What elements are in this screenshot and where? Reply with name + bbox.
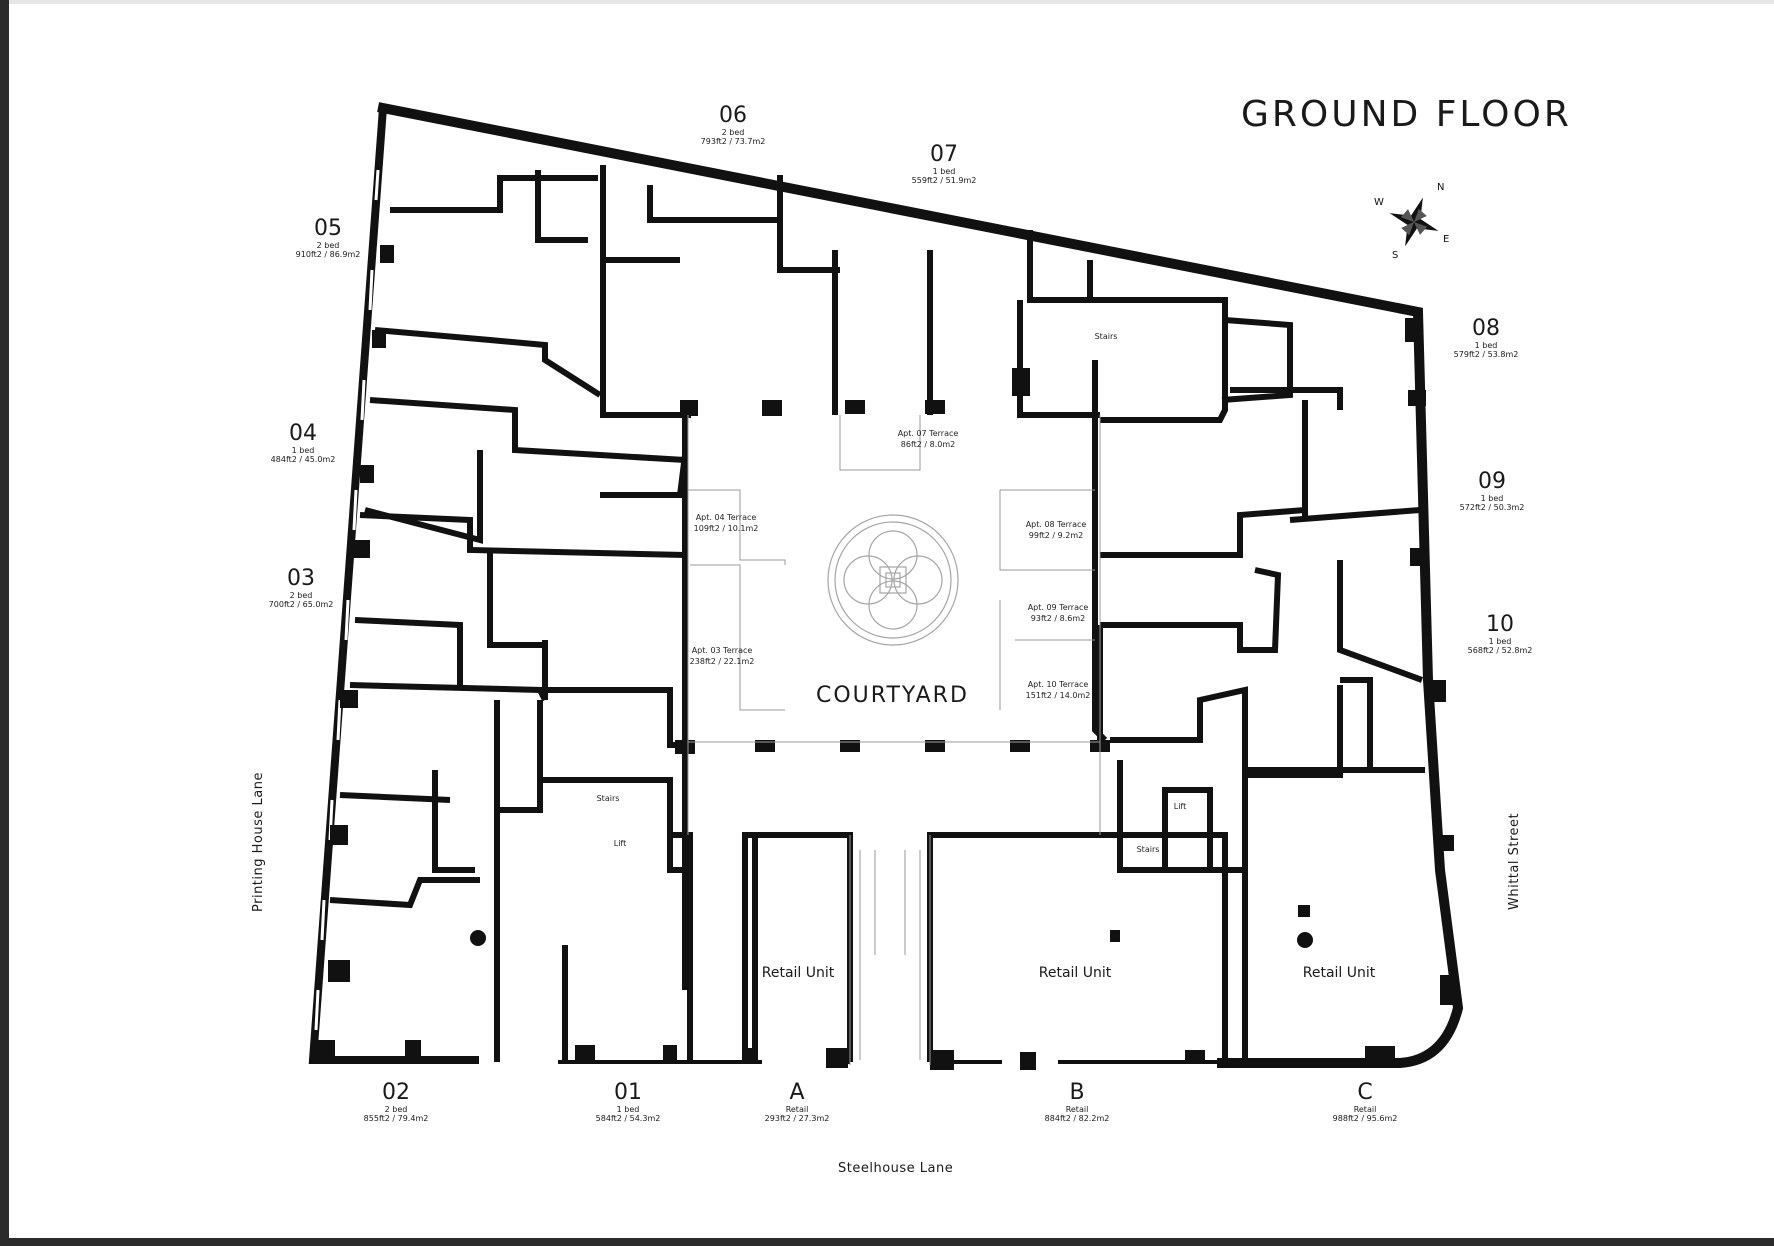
retail-unit-c-label: Retail Unit: [1302, 965, 1376, 981]
compass-e-label: E: [1443, 234, 1449, 245]
column-round: [1297, 932, 1313, 948]
frame-top-edge: [9, 0, 1774, 4]
street-steelhouse-lane: Steelhouse Lane: [838, 1161, 954, 1176]
retail-unit-a-label: Retail Unit: [761, 965, 835, 981]
compass-rose-icon: [1389, 197, 1439, 247]
retail-unit-b-label: Retail Unit: [1038, 965, 1112, 981]
courtyard-feature: [827, 514, 959, 646]
stairs-right-label: Stairs: [1136, 845, 1160, 854]
lift-right-label: Lift: [1173, 802, 1187, 811]
structural-piers: [313, 245, 1456, 1070]
frame-bottom-edge: [0, 1238, 1774, 1246]
street-printing-house-lane: Printing House Lane: [251, 772, 266, 912]
compass-s-label: S: [1392, 250, 1398, 261]
stairs-left-label: Stairs: [596, 794, 620, 803]
stairs-top-label: Stairs: [1094, 332, 1118, 341]
column-round-small: [470, 930, 486, 946]
frame-left-edge: [0, 0, 9, 1246]
courtyard-lines: [687, 415, 1101, 1065]
lift-left-label: Lift: [613, 839, 627, 848]
street-whittal-street: Whittal Street: [1507, 812, 1522, 910]
compass-n-label: N: [1437, 182, 1444, 193]
courtyard-label: COURTYARD: [816, 683, 969, 708]
interior-walls: [329, 165, 1425, 1062]
page-title: GROUND FLOOR: [1241, 94, 1572, 135]
compass-w-label: W: [1374, 197, 1384, 208]
